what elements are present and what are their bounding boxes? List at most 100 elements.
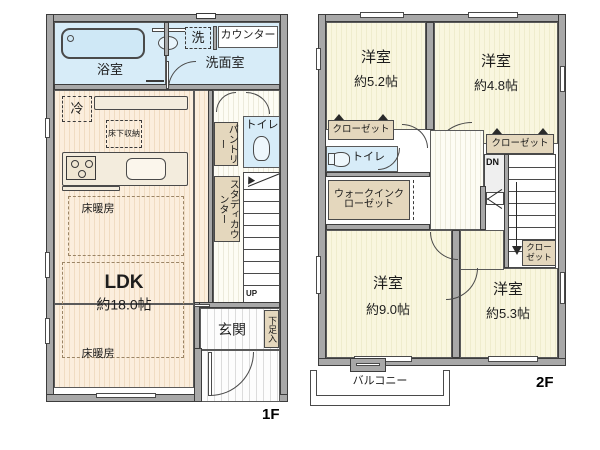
closet-br2-label: クローゼット [526,242,552,262]
floor-heating-zone-upper [68,196,184,256]
bedroom-tl-label: 洋室 [360,49,392,67]
balcony-inner [316,370,444,396]
window-2f-left-2 [316,256,321,294]
pantry-open-side [208,122,215,166]
wall-2f-top-divider [426,22,434,130]
wall-1f-outer-top [46,14,288,22]
room-bedroom-tl [326,22,426,130]
closet-tr-label: クローゼット [491,138,549,150]
closet-tl: クローゼット [328,120,394,140]
washer-divider [213,26,217,50]
bedroom-br-area: 約5.3帖 [485,306,531,322]
ldk-area-label: 約18.0帖 [96,296,152,313]
room-bedroom-bl [326,230,452,358]
window-ldk-left-2 [45,252,50,278]
entrance-door-panel[interactable] [208,352,212,396]
floor-heating-zone-lower [62,262,184,358]
kitchen-upper-cabinet [94,96,188,110]
wall-bath-washroom-divider [164,22,169,56]
shoe-cabinet: 下足入 [264,310,279,348]
closet-tl-label: クローゼット [332,124,390,136]
room-ldk [54,90,194,304]
walk-in-closet: ウォークインクローゼット [328,180,410,220]
wall-entrance-mid [194,348,202,402]
toilet-tank-2f [328,153,335,165]
washroom-label: 洗面室 [205,55,245,71]
floor-1-id: 1F [262,406,280,423]
bedroom-tr-area: 約4.8帖 [473,78,519,94]
pantry: パントリー [214,122,238,166]
ldk-label: LDK [104,272,144,294]
closet-tl-mark-1 [334,114,344,120]
shoe-cabinet-label: 下足入 [267,315,278,343]
balcony-label: バルコニー [352,375,408,388]
bath-label: 浴室 [96,62,124,78]
washer-label: 洗 [191,30,205,46]
bath-door[interactable] [146,80,164,82]
window-ldk-left-3 [45,318,50,344]
wall-hall-right [480,186,486,230]
window-2f-top-1 [360,12,404,18]
staircase-1f [243,172,280,304]
wall-stairs-left [504,154,509,268]
floor-2-plan: 洋室 約5.2帖 クローゼット 洋室 約4.8帖 クローゼット トイレ [300,0,600,450]
bedroom-bl-label: 洋室 [372,275,404,293]
room-bedroom-br [460,268,558,358]
floor-heating-label-lower: 床暖房 [81,348,115,361]
toilet-bowl-1f [253,136,270,161]
study-counter-label: スタディカウンター [217,179,239,239]
wall-2f-outer-bottom [318,358,566,366]
kitchen-front-counter [62,186,120,191]
pantry-label: パントリー [216,124,238,164]
window-2f-bottom-2 [488,356,538,362]
balcony-divider-rail [356,363,380,366]
closet-br2: クローゼット [522,240,556,266]
wall-wic-top [326,172,430,177]
kitchen-sink-fixture [126,158,166,180]
stairs-up-label: UP [246,289,258,298]
stairs-2f-arrowhead [512,246,522,255]
toilet-2f-label: トイレ [352,151,385,163]
study-counter: スタディカウンター [214,176,240,242]
under-floor-storage-label: 床下収納 [108,128,140,138]
vanity-counter-top [152,28,188,32]
room-ldk-lower [54,304,194,388]
window-2f-top-2 [468,12,518,18]
bathtub-fixture [61,28,145,59]
refrigerator-label: 冷 [70,101,84,117]
bedroom-tl-area: 約5.2帖 [353,74,399,90]
wall-2f-outer-top [318,14,566,22]
bedroom-bl-area: 約9.0帖 [365,302,411,318]
stairs-2f-direction-line [516,182,517,248]
room-bedroom-br-upper [460,230,504,270]
under-floor-storage: 床下収納 [106,120,142,148]
refrigerator-space: 冷 [62,96,92,122]
window-ldk-left-1 [45,118,50,138]
stove-fixture [66,156,96,180]
counter-fixture [218,26,278,48]
closet-tr-mark-2 [538,128,548,134]
bedroom-br-label: 洋室 [492,281,524,299]
window-tick-1f-top [196,13,216,19]
closet-tr-mark-1 [492,128,502,134]
window-2f-right-1 [560,66,565,92]
toilet-1f-label: トイレ [245,119,279,131]
bedroom-tr-label: 洋室 [480,53,512,71]
wall-wic-bottom [326,224,430,230]
washroom-door-panel[interactable] [166,61,169,89]
window-2f-right-2 [560,272,565,304]
counter-label: カウンター [220,29,276,41]
wic-opening [408,180,414,220]
wall-1f-outer-right [280,14,288,402]
stairs-down-label: DN [486,157,499,167]
hall-2f [430,130,484,230]
floor-heating-label-upper: 床暖房 [81,203,115,216]
wall-1f-outer-bottom [46,394,288,402]
window-ldk-bottom [96,393,156,398]
ldk-hall-sliding-door[interactable] [194,304,210,307]
entrance-label: 玄関 [218,321,246,338]
walk-in-closet-label: ウォークインクローゼット [334,188,404,210]
floor-2-id: 2F [536,374,554,391]
window-2f-left-1 [316,48,321,70]
